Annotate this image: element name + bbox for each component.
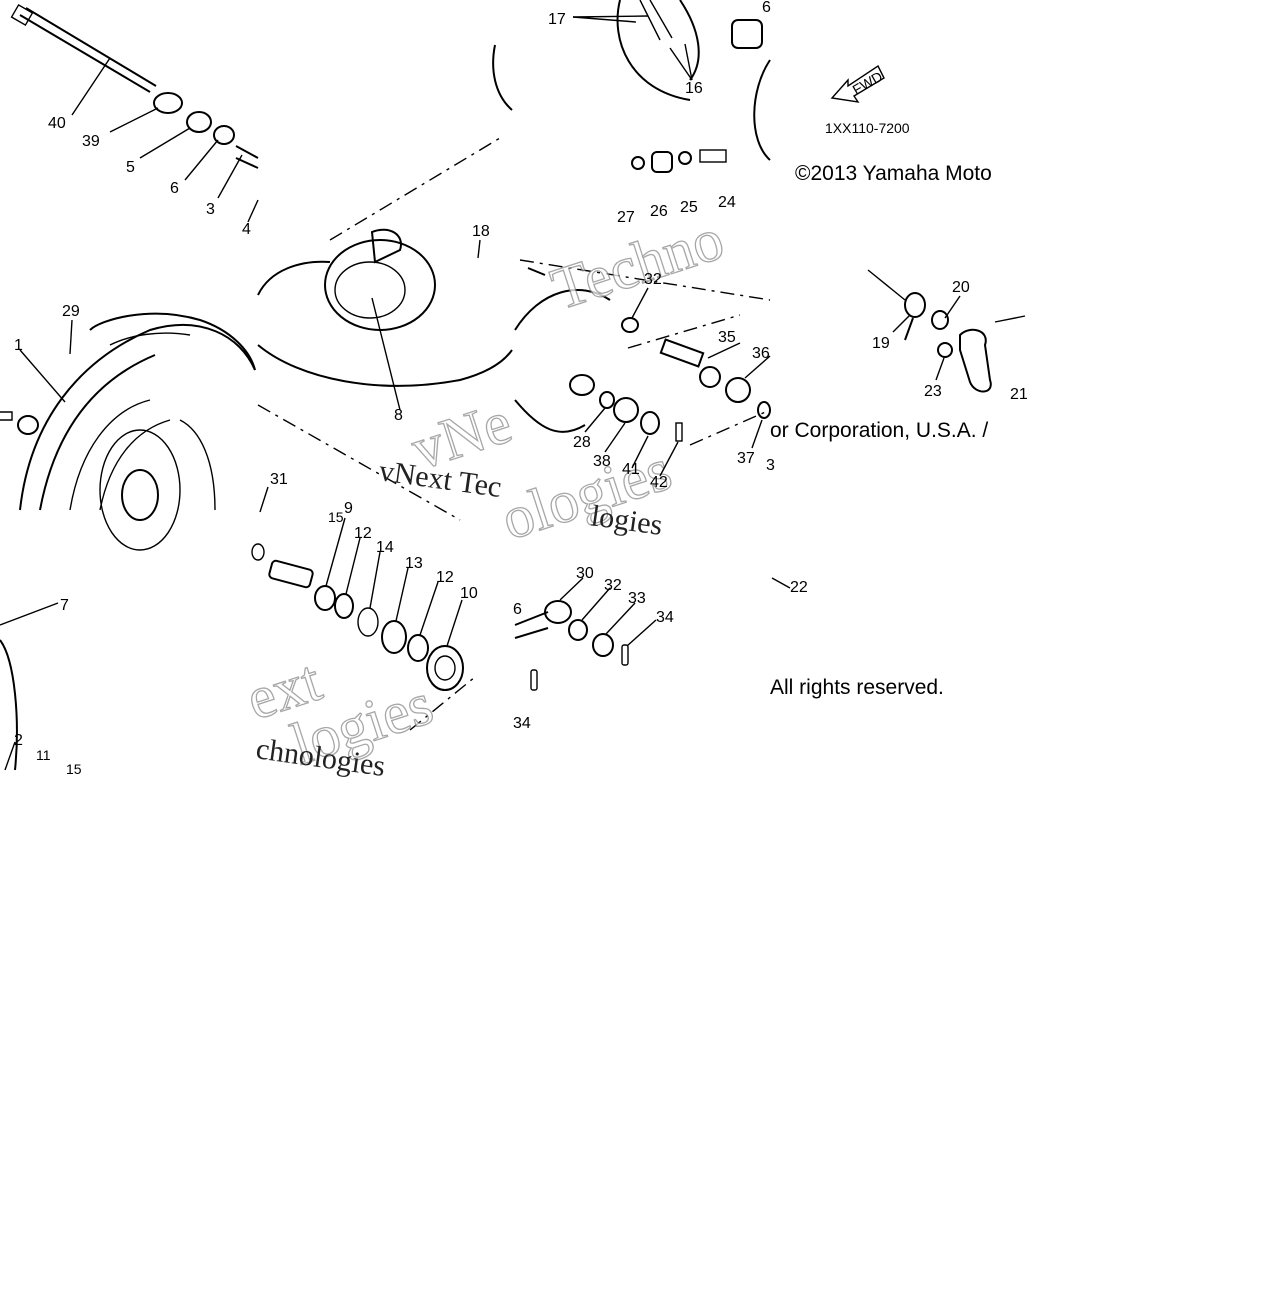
torque-rod-drawing xyxy=(514,600,629,691)
callout: 4 xyxy=(242,221,251,238)
callout: 35 xyxy=(718,329,736,346)
swingarm-drawing xyxy=(514,259,771,446)
callout: 8 xyxy=(394,407,403,424)
copyright-line-3: All rights reserved. xyxy=(770,676,944,699)
copyright-line-2: or Corporation, U.S.A. / xyxy=(770,419,988,442)
callout: 7 xyxy=(60,597,69,614)
callout: 11 xyxy=(36,747,51,763)
callout: 40 xyxy=(48,115,66,132)
callout: 3 xyxy=(766,457,775,474)
callout: 14 xyxy=(376,539,394,556)
callout: 22 xyxy=(790,579,808,596)
callout: 1 xyxy=(14,337,23,354)
callout: 2 xyxy=(14,732,23,749)
callout: 30 xyxy=(576,565,594,582)
watermark: vNe Techno ext logies ologies vNext Tec … xyxy=(238,205,732,783)
copyright-line-1: ©2013 Yamaha Moto xyxy=(795,162,992,185)
callout: 33 xyxy=(628,590,646,607)
callout: 34 xyxy=(656,609,674,626)
callout: 21 xyxy=(1010,386,1028,403)
callout: 29 xyxy=(62,303,80,320)
callout: 39 xyxy=(82,133,100,150)
callout: 24 xyxy=(718,194,736,211)
brake-arm-drawing: FWD xyxy=(830,64,1026,393)
callout: 26 xyxy=(650,203,668,220)
brake-shoes-drawing xyxy=(616,0,771,173)
callout: 32 xyxy=(604,577,622,594)
callout: 9 xyxy=(344,500,353,517)
fwd-arrow-icon: FWD xyxy=(830,64,885,103)
callout: 16 xyxy=(685,80,703,97)
callout: 12 xyxy=(354,525,372,542)
callout: 41 xyxy=(622,461,640,478)
callout: 15 xyxy=(328,509,344,525)
callout: 3 xyxy=(206,201,215,218)
callout: 38 xyxy=(593,453,611,470)
callout: 19 xyxy=(872,335,890,352)
part-code: 1XX110-7200 xyxy=(825,120,910,136)
callout: 15 xyxy=(66,761,82,777)
callout: 6 xyxy=(762,0,771,16)
leader-lines xyxy=(0,15,961,771)
callout: 10 xyxy=(460,585,478,602)
callout: 31 xyxy=(270,471,288,488)
callout: 13 xyxy=(405,555,423,572)
callout: 25 xyxy=(680,199,698,216)
callout: 12 xyxy=(436,569,454,586)
callout: 5 xyxy=(126,159,135,176)
svg-text:Techno: Techno xyxy=(544,205,732,322)
callout: 42 xyxy=(650,474,668,491)
callout: 17 xyxy=(548,11,566,28)
callout-numbers: 40 39 5 6 3 4 17 16 6 27 26 25 24 18 8 2… xyxy=(14,0,1028,777)
callout: 27 xyxy=(617,209,635,226)
axle-assembly xyxy=(10,3,259,169)
callout: 37 xyxy=(737,450,755,467)
callout: 34 xyxy=(513,715,531,732)
callout: 23 xyxy=(924,383,942,400)
callout: 20 xyxy=(952,279,970,296)
callout: 28 xyxy=(573,434,591,451)
callout: 32 xyxy=(644,271,662,288)
hub-parts-drawing xyxy=(251,543,476,731)
callout: 18 xyxy=(472,223,490,240)
callout: 6 xyxy=(170,180,179,197)
callout: 6 xyxy=(513,601,522,618)
callout: 36 xyxy=(752,345,770,362)
rear-wheel-drawing xyxy=(0,312,256,771)
